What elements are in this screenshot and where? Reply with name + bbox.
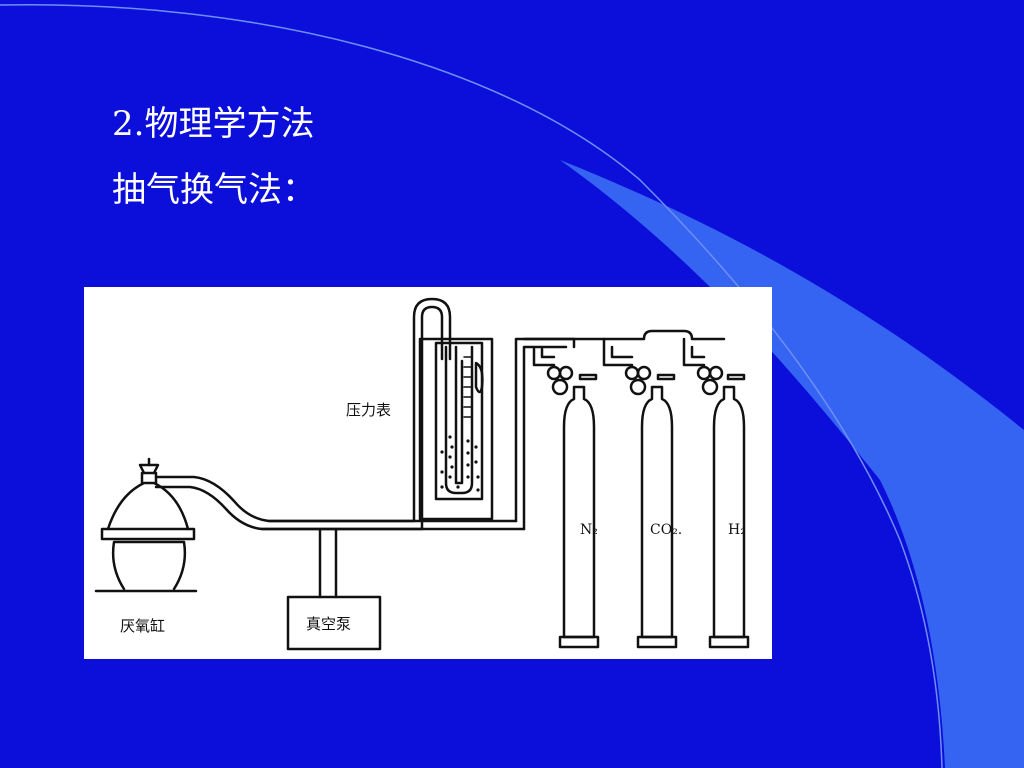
background-swoosh: [560, 160, 1024, 768]
connecting-tubes: [154, 297, 726, 599]
pressure-gauge: [418, 337, 494, 521]
gas-cylinder-h2: [696, 365, 750, 649]
label-anaerobic-jar: 厌氧缸: [120, 617, 166, 635]
slide-title-line1: 2.物理学方法: [112, 104, 315, 144]
label-vacuum-pump: 真空泵: [306, 615, 352, 633]
anaerobic-jar: [94, 457, 198, 593]
apparatus-diagram: 压力表 厌氧缸 真空泵 N₂ CO₂. H₂: [84, 287, 772, 659]
background-swoosh-line: [0, 3, 943, 768]
vacuum-pump: [286, 595, 382, 651]
label-pressure-gauge: 压力表: [346, 401, 392, 419]
label-cylinder-h2: H₂: [728, 522, 746, 538]
gas-cylinder-co2: [624, 365, 678, 649]
label-cylinder-n2: N₂: [580, 522, 598, 538]
label-cylinder-co2: CO₂.: [650, 522, 683, 538]
gas-cylinder-n2: [546, 365, 600, 649]
slide-title-line2: 抽气换气法：: [112, 170, 316, 210]
